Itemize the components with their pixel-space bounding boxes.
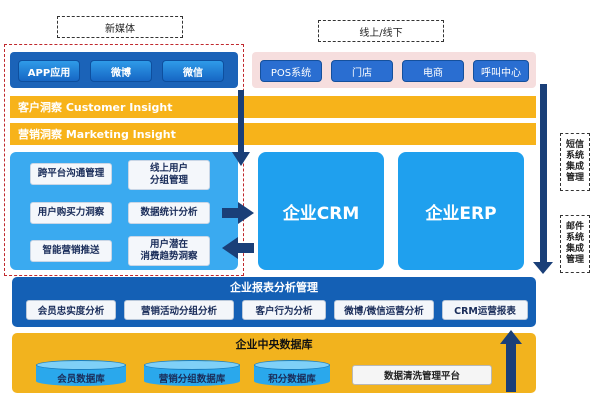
pos-channel: POS系统 bbox=[260, 60, 322, 82]
points-db-cylinder: 积分数据库 bbox=[254, 360, 330, 386]
data-cleaning-platform: 数据清洗管理平台 bbox=[352, 365, 492, 385]
online-group-box: 线上用户 分组管理 bbox=[128, 160, 210, 190]
mail-line3: 集成 bbox=[565, 244, 584, 254]
online-group-line2: 分组管理 bbox=[149, 175, 188, 186]
mail-integration-box: 邮件 系统 集成 管理 bbox=[560, 215, 590, 273]
cross-platform-box: 跨平台沟通管理 bbox=[30, 163, 112, 185]
report-item-loyalty: 会员忠实度分析 bbox=[26, 300, 116, 320]
purchase-power-box: 用户购买力洞察 bbox=[30, 202, 112, 224]
sms-line1: 短信 bbox=[565, 140, 584, 150]
online-group-line1: 线上用户 bbox=[149, 163, 188, 174]
member-db-cylinder: 会员数据库 bbox=[36, 360, 126, 386]
customer-insight-band: 客户洞察 Customer Insight bbox=[10, 96, 536, 118]
sms-line3: 集成 bbox=[565, 162, 584, 172]
new-media-label: 新媒体 bbox=[57, 16, 183, 38]
wechat-channel: 微信 bbox=[162, 60, 224, 82]
sms-line2: 系统 bbox=[565, 151, 584, 161]
marketing-insight-band: 营销洞察 Marketing Insight bbox=[10, 123, 536, 145]
report-item-social: 微博/微信运营分析 bbox=[334, 300, 434, 320]
group-db-cylinder: 营销分组数据库 bbox=[144, 360, 240, 386]
sms-line4: 管理 bbox=[565, 173, 584, 183]
report-title: 企业报表分析管理 bbox=[230, 281, 318, 294]
side-down-arrow-icon bbox=[533, 84, 553, 274]
online-offline-label: 线上/线下 bbox=[318, 20, 444, 42]
group-db-label: 营销分组数据库 bbox=[158, 374, 226, 385]
erp-box: 企业ERP bbox=[398, 152, 524, 270]
call-center-channel: 呼叫中心 bbox=[473, 60, 529, 82]
report-item-behavior: 客户行为分析 bbox=[242, 300, 326, 320]
report-item-campaign: 营销活动分组分析 bbox=[124, 300, 234, 320]
smart-push-box: 智能营销推送 bbox=[30, 240, 112, 262]
mail-line4: 管理 bbox=[565, 255, 584, 265]
store-channel: 门店 bbox=[331, 60, 393, 82]
weibo-channel: 微博 bbox=[90, 60, 152, 82]
ecommerce-channel: 电商 bbox=[402, 60, 464, 82]
app-channel: APP应用 bbox=[18, 60, 80, 82]
sms-integration-box: 短信 系统 集成 管理 bbox=[560, 133, 590, 191]
points-db-label: 积分数据库 bbox=[268, 374, 316, 385]
mail-line1: 邮件 bbox=[565, 222, 584, 232]
member-db-label: 会员数据库 bbox=[57, 374, 105, 385]
report-item-crm: CRM运营报表 bbox=[442, 300, 528, 320]
data-stats-box: 数据统计分析 bbox=[128, 202, 210, 224]
potential-trend-line2: 消费趋势洞察 bbox=[140, 251, 198, 262]
crm-box: 企业CRM bbox=[258, 152, 384, 270]
potential-trend-line1: 用户潜在 bbox=[149, 239, 188, 250]
potential-trend-box: 用户潜在 消费趋势洞察 bbox=[128, 236, 210, 266]
database-title: 企业中央数据库 bbox=[235, 338, 313, 351]
mail-line2: 系统 bbox=[565, 233, 584, 243]
